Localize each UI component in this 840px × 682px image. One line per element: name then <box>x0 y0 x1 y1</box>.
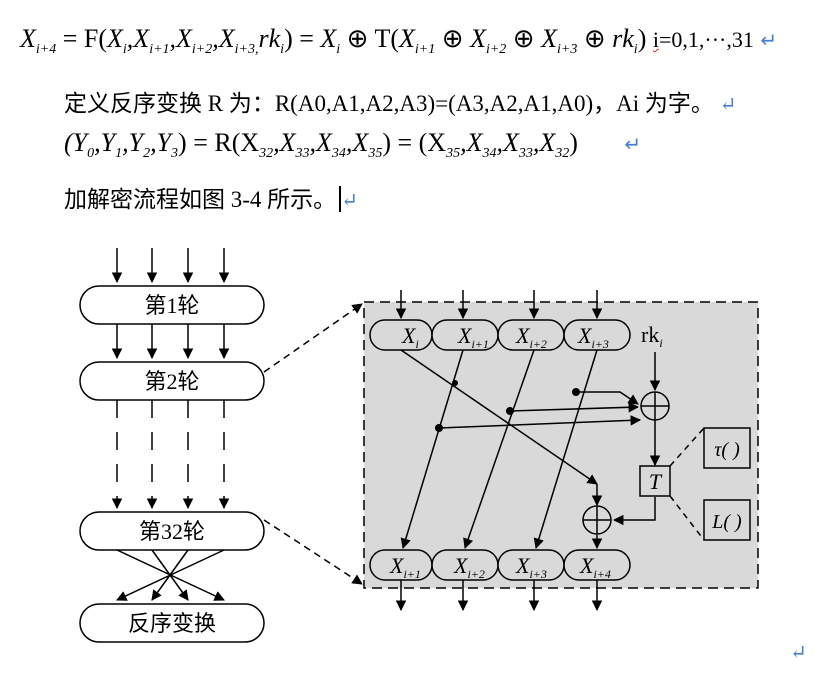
paragraph-mark: ↵ <box>624 134 642 156</box>
in-sub3: i+3 <box>591 337 608 351</box>
round-32-label: 第32轮 <box>139 519 205 544</box>
l-label: L( ) <box>711 511 742 533</box>
rk-label: rk <box>641 322 659 347</box>
eq-op: ) = (X <box>382 128 447 157</box>
tau-box <box>703 427 751 469</box>
t-transform-label: T <box>649 469 663 494</box>
in-x2: X <box>515 323 531 348</box>
in-x3: X <box>577 323 593 348</box>
reverse-transform-label: 反序变换 <box>128 611 216 636</box>
definition-line: 定义反序变换 R 为：R(A0,A1,A2,A3)=(A3,A2,A1,A0)，… <box>64 84 736 118</box>
xor-lower <box>582 505 612 535</box>
eq-op: ) = R(X <box>178 128 260 157</box>
round-function-equation: Xi+4 = F(Xi,Xi+1,Xi+2,Xi+3,rki) = Xi ⊕ T… <box>20 24 778 57</box>
index-range: =0,1,···,31 <box>658 27 754 52</box>
svg-text:Xi: Xi <box>401 323 419 351</box>
eq-sub: 34 <box>331 146 346 161</box>
tau-label: τ( ) <box>714 439 740 461</box>
eq-op: ) <box>637 24 647 53</box>
out-x0: X <box>389 553 405 578</box>
paragraph-mark: ↵ <box>790 642 807 664</box>
eq-f: = F( <box>62 24 108 53</box>
svg-text:Xi+1: Xi+1 <box>389 553 421 581</box>
eq-sub: i+2 <box>191 42 213 57</box>
eq-var: X <box>320 24 337 53</box>
eq-sub: 1 <box>115 146 123 161</box>
eq-var: X <box>470 24 486 53</box>
index-var: i <box>652 27 659 52</box>
eq-var: X <box>176 24 192 53</box>
eq-sub: i <box>122 42 127 57</box>
round-2-box <box>79 361 265 401</box>
eq-sub: 32 <box>259 146 274 161</box>
eq-sub: i+3, <box>234 42 259 57</box>
t-transform-box <box>639 465 671 497</box>
eq-var: rk <box>258 24 281 53</box>
svg-text:Xi+1: Xi+1 <box>457 323 489 351</box>
svg-text:rki: rki <box>641 322 663 350</box>
out-sub3: i+4 <box>593 567 610 581</box>
out-sub1: i+2 <box>467 567 484 581</box>
paragraph-mark: ↵ <box>719 94 737 116</box>
in-sub1: i+1 <box>471 337 488 351</box>
svg-text:Xi+3: Xi+3 <box>577 323 609 351</box>
eq-sub: 2 <box>143 146 151 161</box>
eq-x-lhs: X <box>20 24 36 53</box>
eq-sub: 0 <box>87 146 95 161</box>
out-x3: X <box>579 553 595 578</box>
eq-var: X <box>133 24 150 53</box>
eq-var: X <box>399 24 415 53</box>
out-x1: X <box>453 553 469 578</box>
flow-caption-text: 加解密流程如图 3-4 所示。 <box>64 187 337 212</box>
in-x0: X <box>401 323 417 348</box>
eq-var: X <box>541 24 557 53</box>
eq-sub: i+4 <box>35 42 57 57</box>
paragraph-mark: ↵ <box>341 190 358 212</box>
eq-sub: i <box>633 42 638 57</box>
end-paragraph-mark: ↵ <box>790 640 807 665</box>
input-words <box>369 319 631 351</box>
svg-text:Xi+2: Xi+2 <box>515 323 547 351</box>
in-sub2: i+2 <box>529 337 546 351</box>
svg-text:Xi+4: Xi+4 <box>579 553 611 581</box>
eq-sub: 35 <box>368 146 383 161</box>
out-x2: X <box>515 553 531 578</box>
eq-sub: 33 <box>295 146 310 161</box>
eq-sub: i+1 <box>149 42 170 57</box>
round-detail-panel <box>363 301 759 589</box>
round-1-box <box>79 285 265 325</box>
l-box <box>703 499 751 541</box>
rk-sub: i <box>659 336 662 350</box>
eq-sub: i+3 <box>556 42 578 57</box>
eq-sub: 3 <box>171 146 179 161</box>
text-cursor[interactable] <box>339 186 342 212</box>
svg-text:Xi+3: Xi+3 <box>515 553 547 581</box>
eq-sub: i <box>280 42 285 57</box>
in-x1: X <box>457 323 473 348</box>
flow-caption-line: 加解密流程如图 3-4 所示。↵ <box>64 180 358 214</box>
svg-text:Xi+2: Xi+2 <box>453 553 485 581</box>
eq-sub: i+1 <box>414 42 436 57</box>
out-sub0: i+1 <box>403 567 420 581</box>
eq-op: ) = <box>284 24 321 53</box>
round-32-box <box>79 511 265 551</box>
definition-text: 定义反序变换 R 为：R(A0,A1,A2,A3)=(A3,A2,A1,A0)，… <box>64 91 714 116</box>
round-2-label: 第2轮 <box>144 369 199 394</box>
round-1-label: 第1轮 <box>144 293 199 318</box>
paragraph-mark: ↵ <box>760 30 778 52</box>
eq-var: X <box>218 24 235 53</box>
eq-op: ⊕ T( <box>340 24 400 53</box>
eq-var: (Y <box>64 128 88 157</box>
eq-var: rk <box>612 24 634 53</box>
xor-upper <box>640 391 670 421</box>
reverse-transform-box <box>79 603 265 643</box>
eq-sub: i+2 <box>485 42 507 57</box>
output-words <box>369 549 631 581</box>
out-sub2: i+3 <box>529 567 546 581</box>
output-equation: (Y0,Y1,Y2,Y3) = R(X32,X33,X34,X35) = (X3… <box>64 128 642 161</box>
in-sub0: i <box>415 337 418 351</box>
eq-sub: i <box>336 42 341 57</box>
eq-var: X <box>107 24 123 53</box>
